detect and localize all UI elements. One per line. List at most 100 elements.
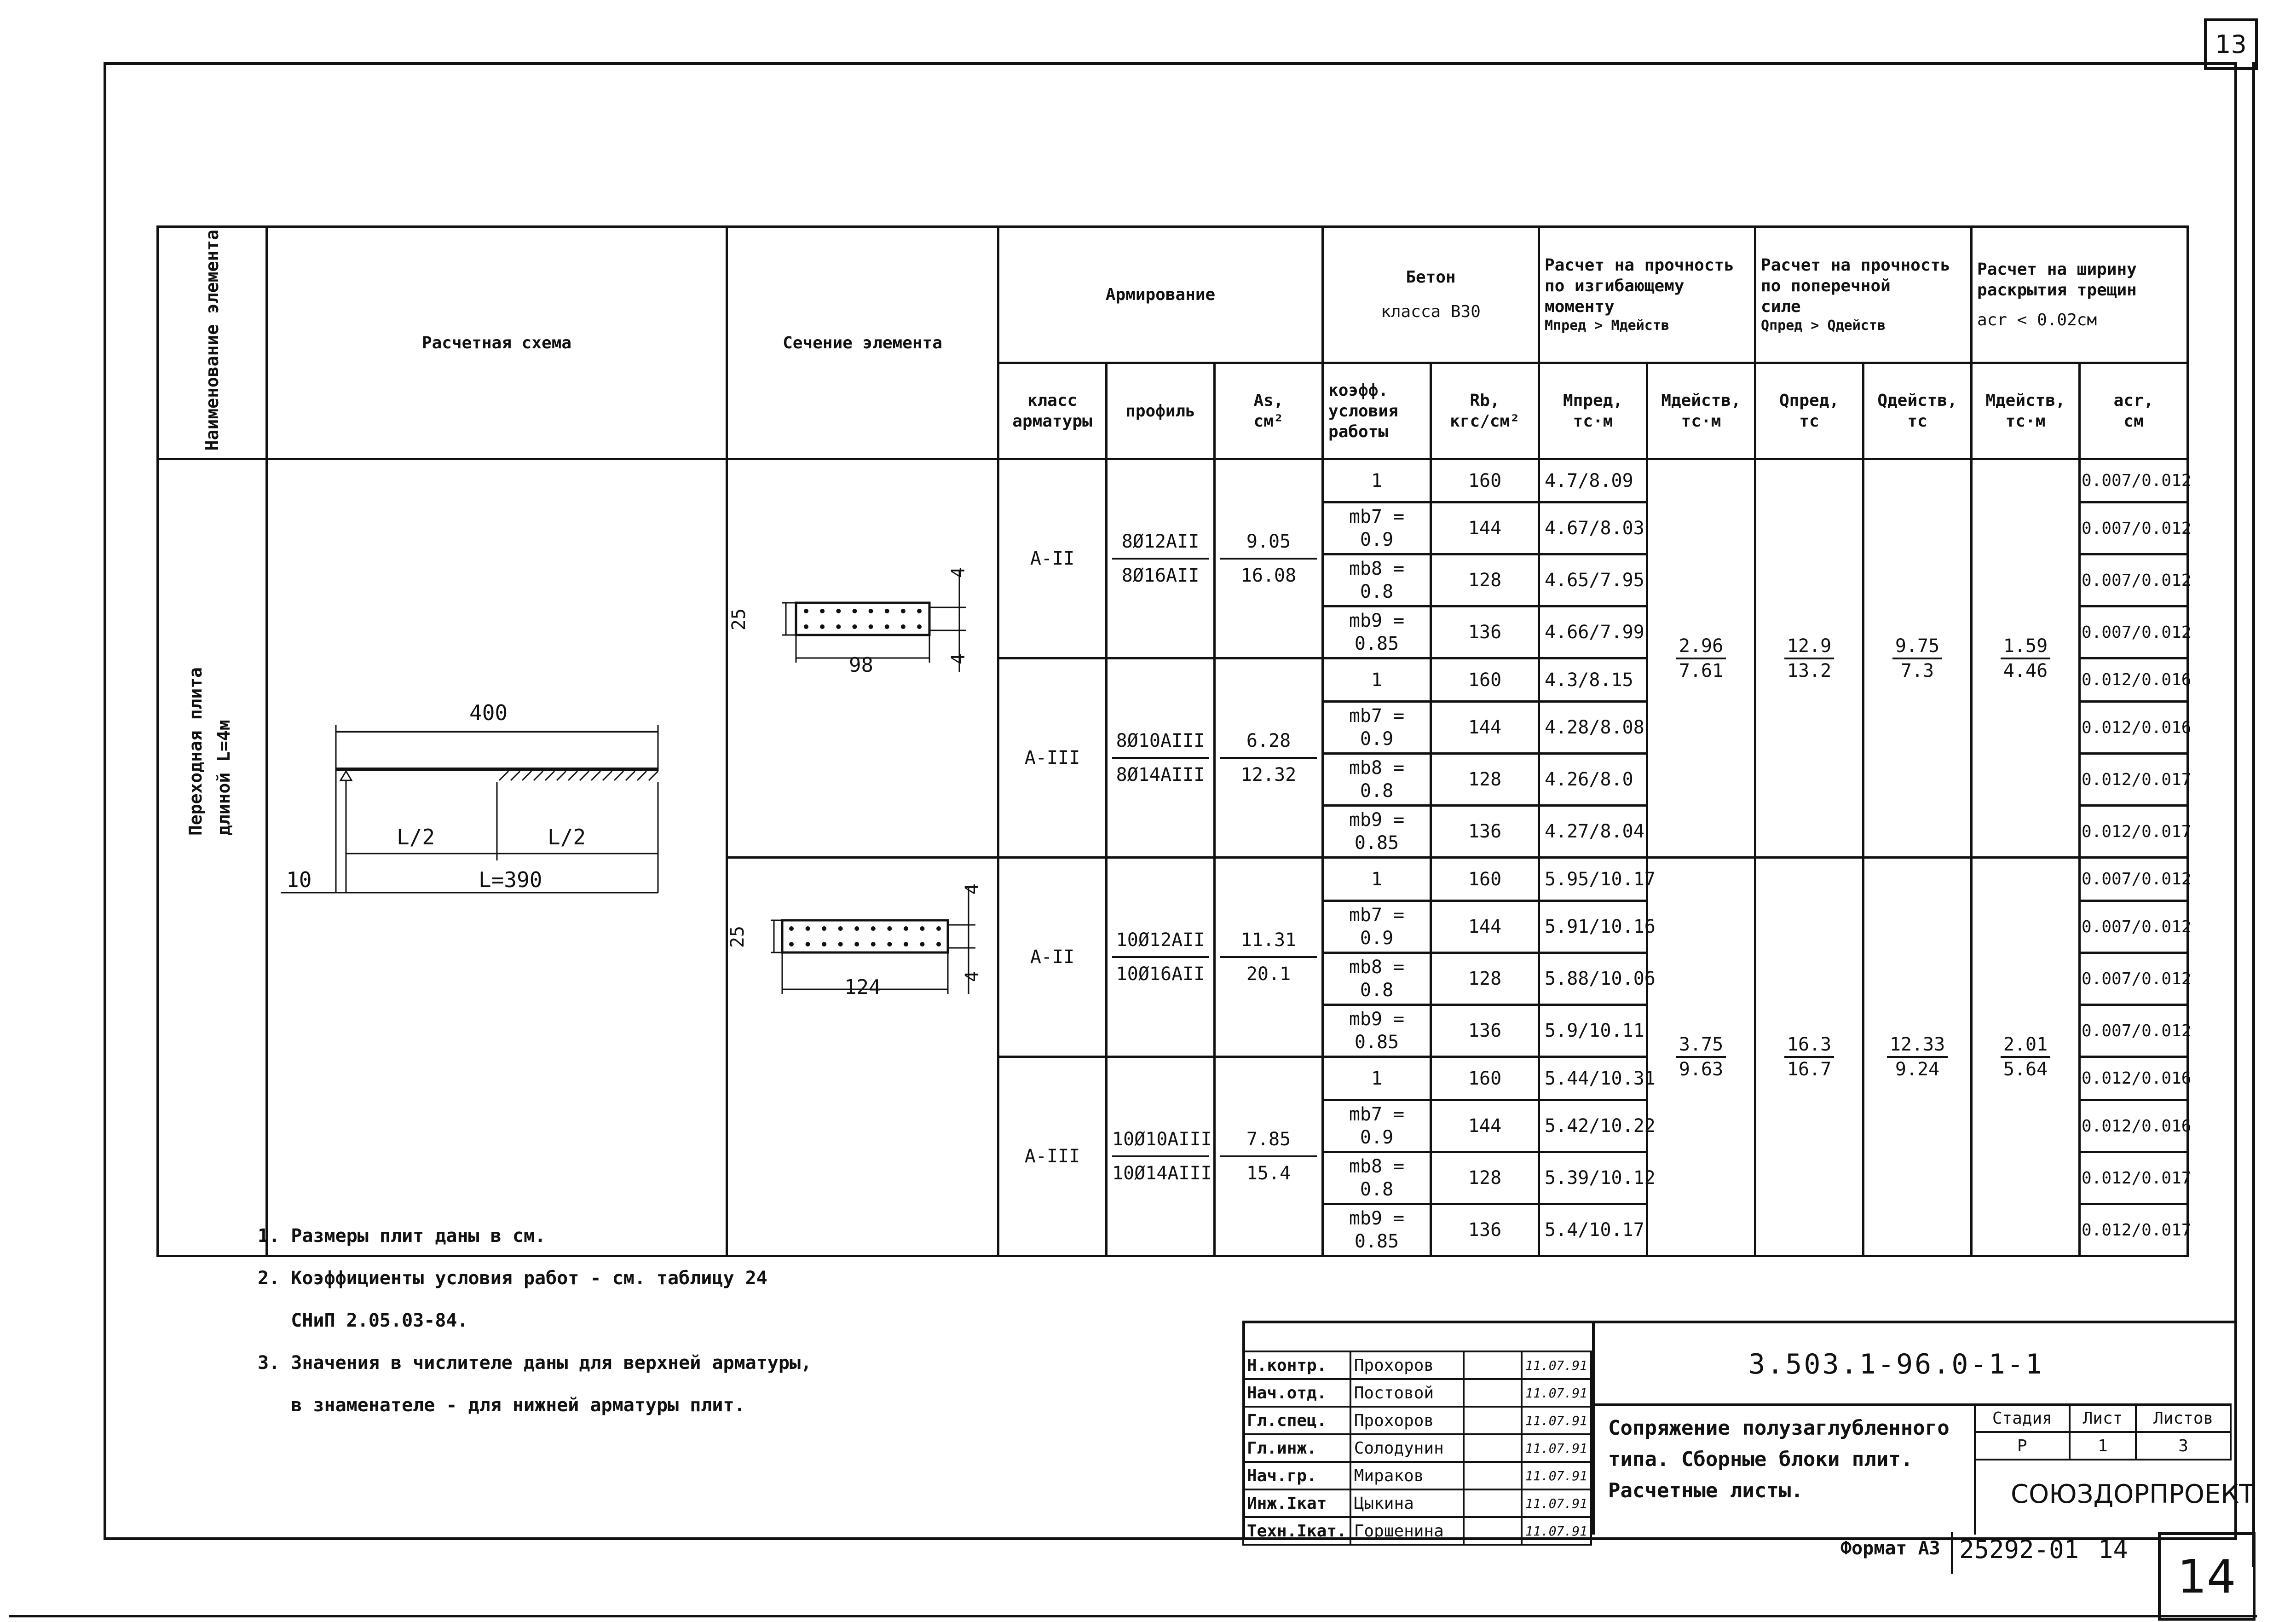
rb-cell: 136 [1430, 1004, 1540, 1058]
subheader-profile: профиль [1105, 361, 1216, 461]
subheader-m-pred: Mпред,тс·м [1538, 361, 1649, 461]
section-drawing-upper [782, 571, 966, 672]
format-label: Формат А3 [1840, 1538, 1940, 1559]
title-block-divider [1592, 1321, 1595, 1535]
signer-date: 11.07.91 [1521, 1433, 1592, 1463]
right-margin-line [2252, 62, 2255, 1567]
m-pred-cell: 4.26/8.0 [1538, 752, 1649, 807]
outer-frame [104, 62, 2237, 1540]
rebar-dot [822, 926, 827, 931]
rebar-dot [868, 624, 873, 629]
signer-role: Гл.спец. [1242, 1406, 1351, 1435]
rb-cell: 160 [1430, 657, 1540, 703]
signature [1463, 1461, 1523, 1490]
rebar-dot [903, 942, 908, 947]
rb-cell: 136 [1430, 1203, 1540, 1258]
coef-cell: mb9 = 0.85 [1321, 1004, 1432, 1058]
signer-role: Гл.инж. [1242, 1433, 1351, 1463]
signer-role: Техн.Iкат. [1242, 1516, 1351, 1546]
subheader-q-pred: Qпред,тс [1754, 361, 1865, 461]
acr-cell: 0.007/0.012 [2078, 605, 2191, 660]
title-block-code-line [1592, 1403, 2232, 1406]
m-pred-cell: 5.9/10.11 [1538, 1004, 1649, 1058]
rebar-dot [789, 942, 794, 947]
section-lower-cover-top: 4 [962, 883, 983, 895]
class-cell: А-II [997, 856, 1108, 1058]
rebar-dot [936, 926, 941, 931]
acr-cell: 0.007/0.012 [2078, 458, 2191, 504]
coef-cell: mb8 = 0.8 [1321, 952, 1432, 1006]
rebar-dot [936, 942, 941, 947]
document-description: Сопряжение полузаглубленного типа. Сборн… [1608, 1416, 1950, 1502]
stage-label: Стадия [1974, 1403, 2071, 1433]
header-scheme: Расчетная схема [265, 225, 728, 461]
coef-cell: mb8 = 0.8 [1321, 752, 1432, 807]
coef-cell: 1 [1321, 856, 1432, 902]
rebar-dot [838, 942, 843, 947]
rebar-dot [871, 926, 876, 931]
signer-role: Н.контр. [1242, 1351, 1351, 1380]
coef-cell: mb7 = 0.9 [1321, 700, 1432, 755]
rebar-dot [836, 624, 841, 629]
bottom-margin-line [9, 1615, 2257, 1617]
rb-cell: 160 [1430, 1056, 1540, 1102]
signer-role: Нач.отд. [1242, 1378, 1351, 1408]
acr-cell: 0.007/0.012 [2078, 553, 2191, 608]
rb-cell: 144 [1430, 900, 1540, 954]
section-upper-cover-bottom: 4 [948, 653, 969, 665]
signer-role: Нач.гр. [1242, 1461, 1351, 1490]
m-pred-cell: 5.91/10.16 [1538, 900, 1656, 954]
note-line: 2. Коэффициенты условия работ - см. табл… [258, 1268, 767, 1289]
acr-cell: 0.012/0.016 [2078, 657, 2191, 703]
sheets-label: Листов [2135, 1403, 2232, 1433]
coef-cell: mb8 = 0.8 [1321, 1151, 1432, 1206]
coef-cell: 1 [1321, 458, 1432, 504]
rb-cell: 144 [1430, 1099, 1540, 1154]
signer-name: Солодунин [1349, 1433, 1465, 1463]
coef-cell: mb7 = 0.9 [1321, 900, 1432, 954]
signer-date: 11.07.91 [1521, 1516, 1592, 1546]
section-upper-width: 98 [849, 653, 873, 677]
acr-cell: 0.007/0.012 [2078, 856, 2191, 902]
notes-block: 1. Размеры плит даны в см. 2. Коэффициен… [258, 1215, 812, 1426]
note-line: 1. Размеры плит даны в см. [258, 1225, 546, 1247]
rebar-dot [852, 624, 857, 629]
rb-cell: 136 [1430, 605, 1540, 660]
element-name-cell [156, 458, 268, 1258]
m-pred-cell: 4.7/8.09 [1538, 458, 1649, 504]
acr-cell: 0.007/0.012 [2078, 1004, 2191, 1058]
signature [1463, 1378, 1523, 1408]
subheader-q-deyst: Qдейств,тс [1862, 361, 1973, 461]
signer-date: 11.07.91 [1521, 1406, 1592, 1435]
coef-cell: 1 [1321, 1056, 1432, 1102]
subheader-rb: Rb,кгс/см² [1430, 361, 1540, 461]
note-line: СНиП 2.05.03-84. [258, 1310, 468, 1331]
scheme-length-label: 400 [469, 700, 508, 725]
coef-cell: mb9 = 0.85 [1321, 605, 1432, 660]
drawing-number-bottom: 25292-01 [1959, 1535, 2079, 1564]
header-shear: Расчет на прочность по поперечной силе Q… [1754, 225, 1973, 364]
rebar-dot [838, 926, 843, 931]
signer-name: Постовой [1349, 1378, 1465, 1408]
signature [1463, 1433, 1523, 1463]
rebar-dot [917, 609, 922, 613]
sheet-value: 1 [2068, 1431, 2137, 1460]
acr-cell: 0.007/0.012 [2078, 952, 2191, 1006]
acr-cell: 0.012/0.016 [2078, 1099, 2191, 1154]
note-line: в знаменателе - для нижней арматуры плит… [258, 1395, 745, 1416]
rebar-dot [820, 624, 825, 629]
class-cell: А-II [997, 458, 1108, 660]
calculation-scheme-drawing [281, 725, 659, 894]
organization-name: СОЮЗДОРПРОЕКТ [2011, 1479, 2255, 1509]
signer-name: Мираков [1349, 1461, 1465, 1490]
